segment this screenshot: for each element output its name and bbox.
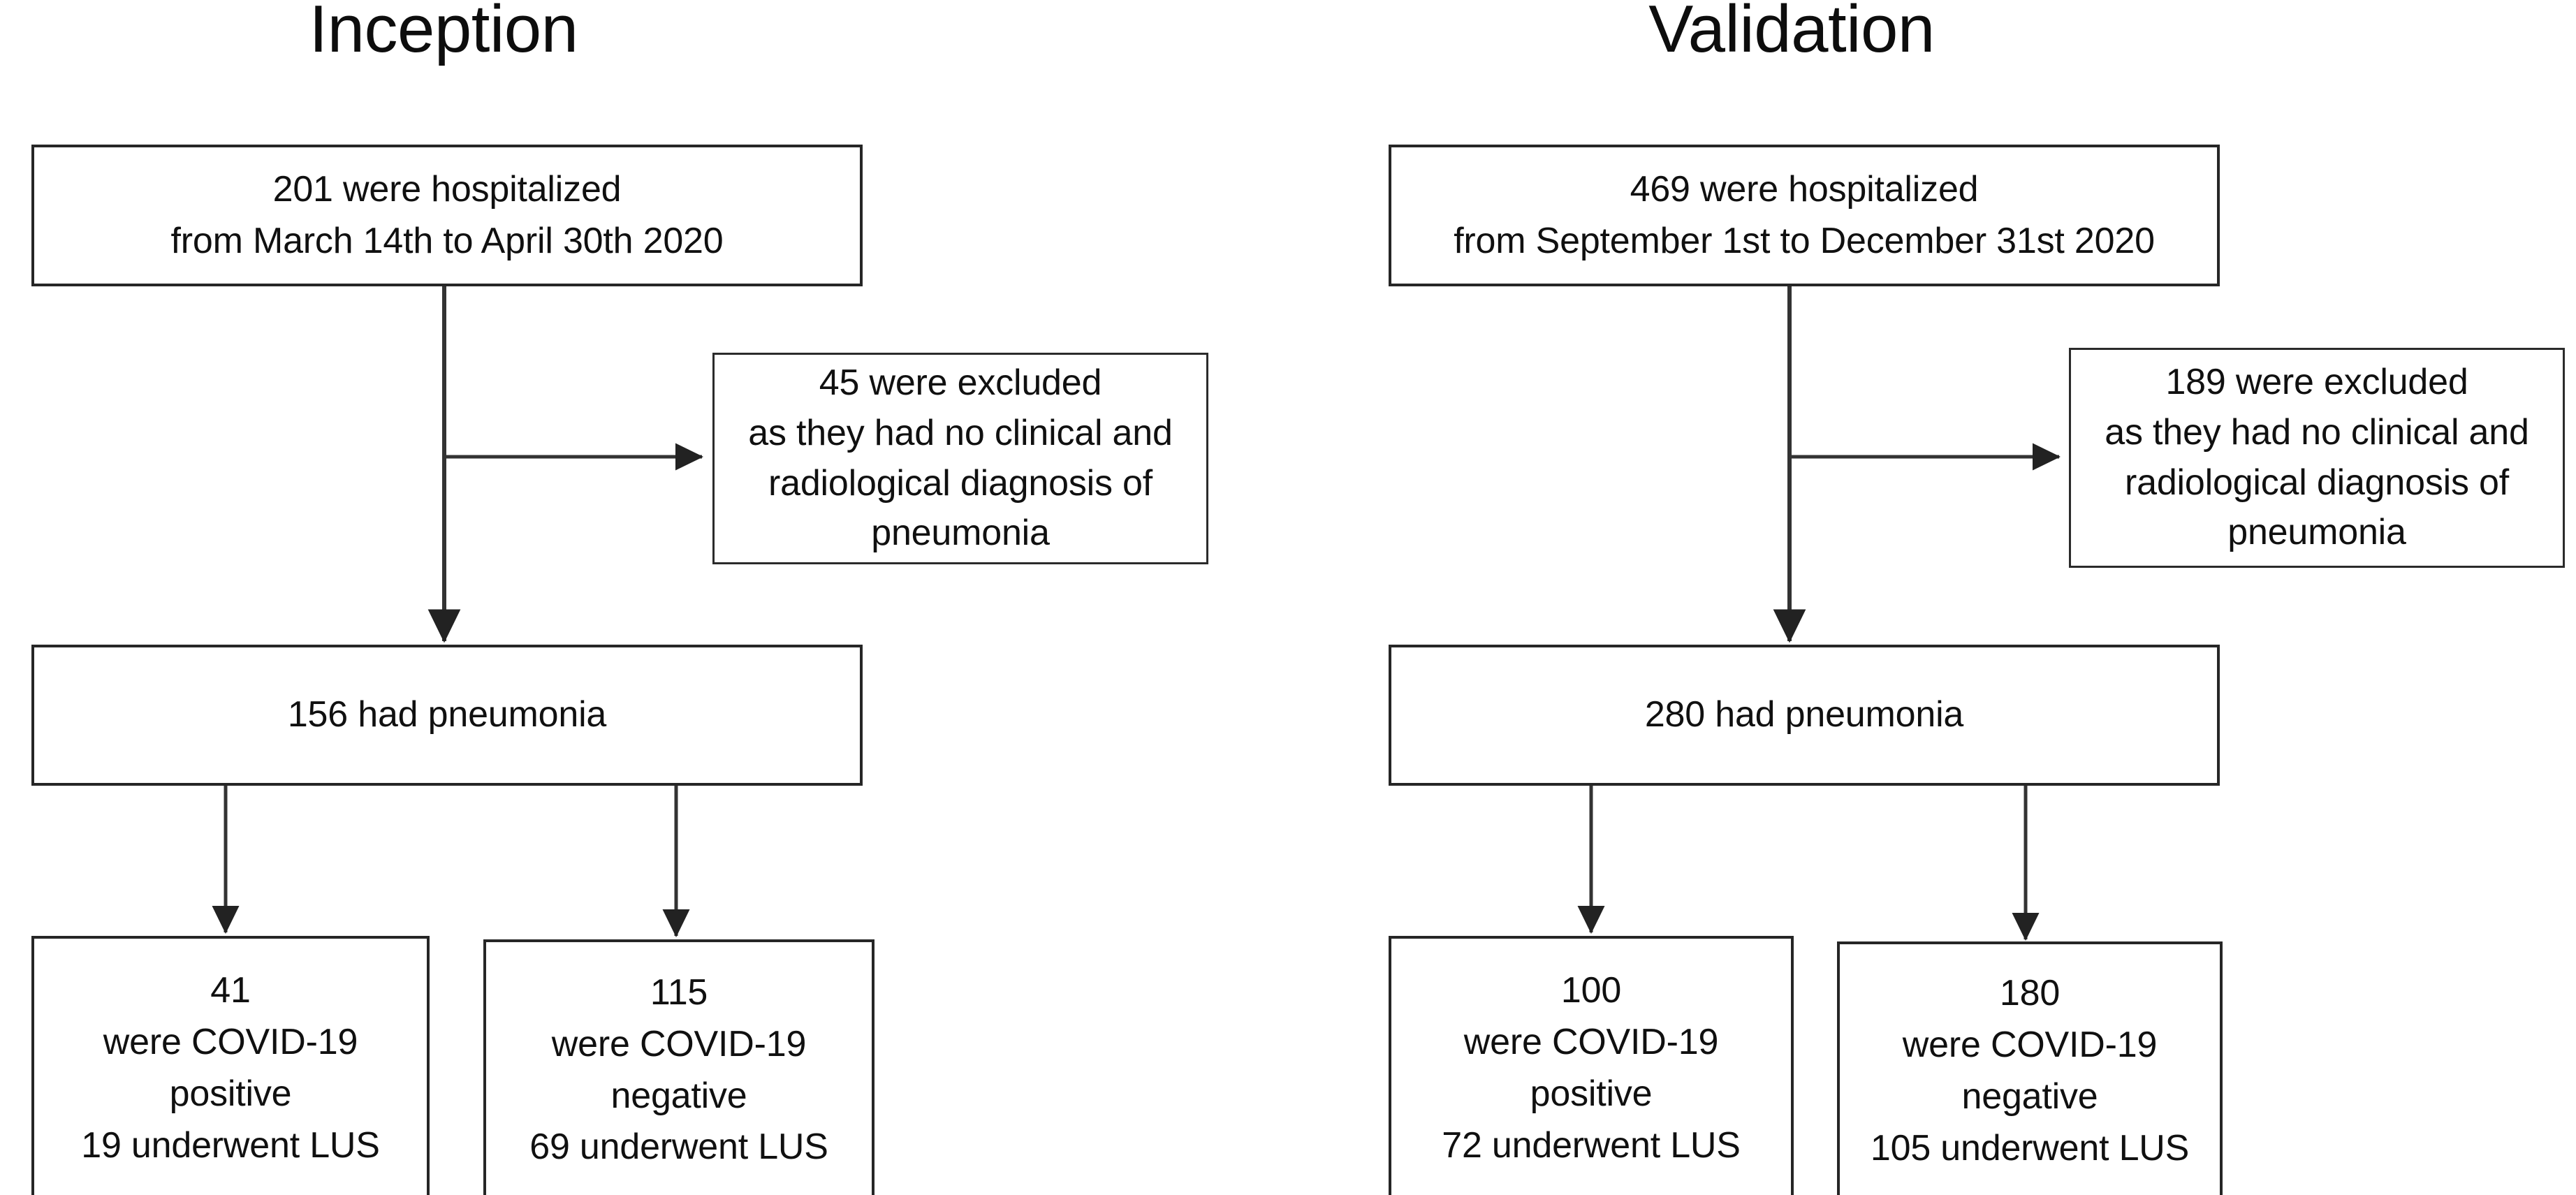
node-validation-hospitalized: 469 were hospitalized from September 1st…: [1389, 145, 2220, 286]
node-validation-pneumonia: 280 had pneumonia: [1389, 645, 2220, 786]
node-inception-pneumonia-text: 156 had pneumonia: [287, 694, 607, 735]
node-inception-excluded: 45 were excluded as they had no clinical…: [712, 353, 1208, 564]
column-title-validation: Validation: [1648, 0, 1935, 66]
node-validation-covid-negative-text: 180 were COVID-19 negative 105 underwent…: [1870, 973, 2190, 1168]
node-inception-pneumonia: 156 had pneumonia: [31, 645, 863, 786]
node-inception-covid-positive-text: 41 were COVID-19 positive 19 underwent L…: [81, 970, 380, 1166]
column-title-inception: Inception: [309, 0, 578, 66]
node-inception-hospitalized: 201 were hospitalized from March 14th to…: [31, 145, 863, 286]
node-inception-excluded-text: 45 were excluded as they had no clinical…: [748, 362, 1173, 554]
node-validation-covid-negative: 180 were COVID-19 negative 105 underwent…: [1837, 941, 2223, 1195]
node-validation-hospitalized-text: 469 were hospitalized from September 1st…: [1454, 168, 2155, 261]
node-validation-covid-positive: 100 were COVID-19 positive 72 underwent …: [1389, 936, 1794, 1195]
node-validation-excluded: 189 were excluded as they had no clinica…: [2069, 348, 2565, 568]
node-inception-hospitalized-text: 201 were hospitalized from March 14th to…: [170, 168, 724, 261]
node-inception-covid-positive: 41 were COVID-19 positive 19 underwent L…: [31, 936, 430, 1195]
node-validation-excluded-text: 189 were excluded as they had no clinica…: [2105, 362, 2529, 553]
node-validation-covid-positive-text: 100 were COVID-19 positive 72 underwent …: [1442, 970, 1741, 1166]
node-inception-covid-negative: 115 were COVID-19 negative 69 underwent …: [483, 939, 874, 1195]
node-validation-pneumonia-text: 280 had pneumonia: [1644, 694, 1964, 735]
node-inception-covid-negative-text: 115 were COVID-19 negative 69 underwent …: [529, 972, 828, 1168]
